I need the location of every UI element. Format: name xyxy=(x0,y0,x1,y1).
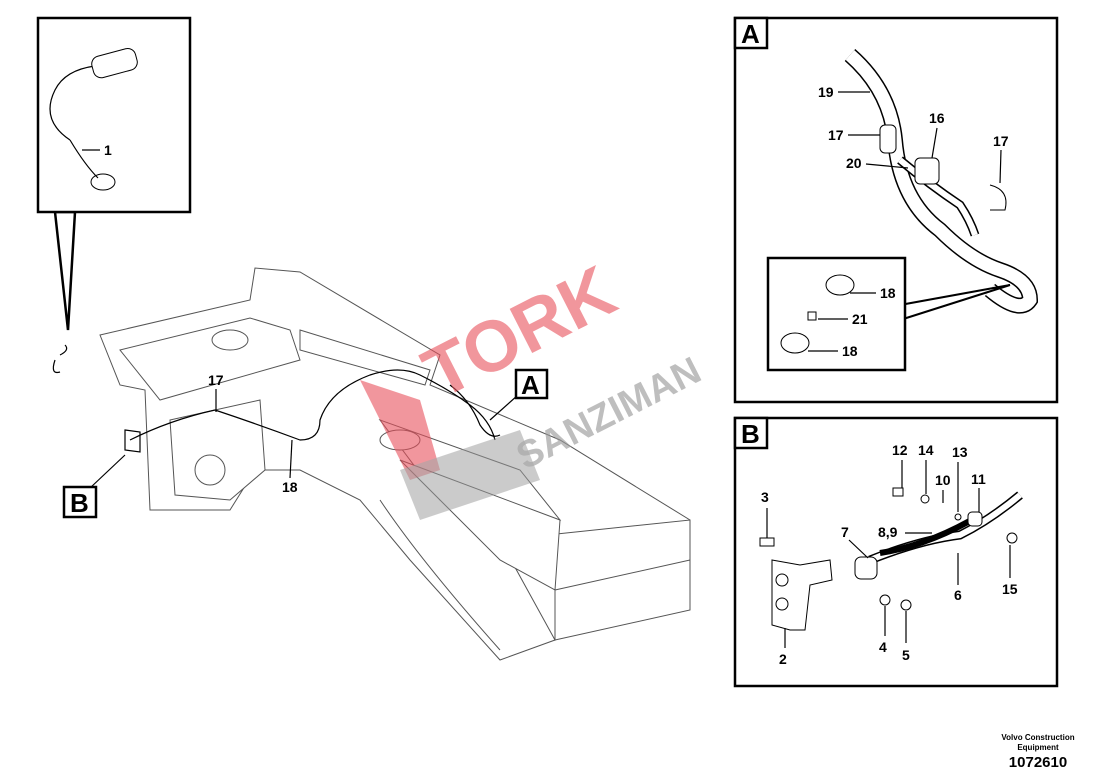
c12-label: 12 xyxy=(892,442,908,458)
machine-frame-drawing xyxy=(99,267,691,661)
a-label: A xyxy=(741,19,760,49)
c3-label: 3 xyxy=(761,489,769,505)
c89-label: 8,9 xyxy=(878,524,898,540)
c4-label: 4 xyxy=(879,639,887,655)
c11-label: 11 xyxy=(971,471,986,487)
footer-company: Volvo Construction Equipment xyxy=(1001,733,1075,752)
c20-label: 20 xyxy=(846,155,862,171)
view-b-marker[interactable] xyxy=(62,485,98,519)
c18a-label: 18 xyxy=(880,285,896,301)
c2-label: 2 xyxy=(779,651,787,667)
c6-label: 6 xyxy=(954,587,962,603)
footer-drawing-number: 1072610 xyxy=(1008,754,1068,771)
view-b-panel: B 12 14 13 10 11 3 7 8,9 15 6 2 4 5 xyxy=(733,416,1059,688)
a-label: A xyxy=(521,370,540,400)
c5-label: 5 xyxy=(902,647,910,663)
c10-label: 10 xyxy=(935,472,951,488)
c13-label: 13 xyxy=(952,444,968,460)
b-label: B xyxy=(70,488,89,518)
callout-18-main: 18 xyxy=(282,479,298,495)
callout-1: 1 xyxy=(104,142,112,158)
c17a-label: 17 xyxy=(828,127,844,143)
c7-label: 7 xyxy=(841,524,849,540)
c19-label: 19 xyxy=(818,84,834,100)
view-a-marker[interactable] xyxy=(514,368,549,400)
c17b-label: 17 xyxy=(993,133,1009,149)
c16-label: 16 xyxy=(929,110,945,126)
c14-label: 14 xyxy=(918,442,934,458)
b-label: B xyxy=(741,419,760,449)
view-a-panel: A 19 17 16 17 20 18 21 18 xyxy=(733,16,1059,404)
c21-label: 21 xyxy=(852,311,868,327)
c15-label: 15 xyxy=(1002,581,1018,597)
c18b-label: 18 xyxy=(842,343,858,359)
callout-17-main: 17 xyxy=(208,372,224,388)
